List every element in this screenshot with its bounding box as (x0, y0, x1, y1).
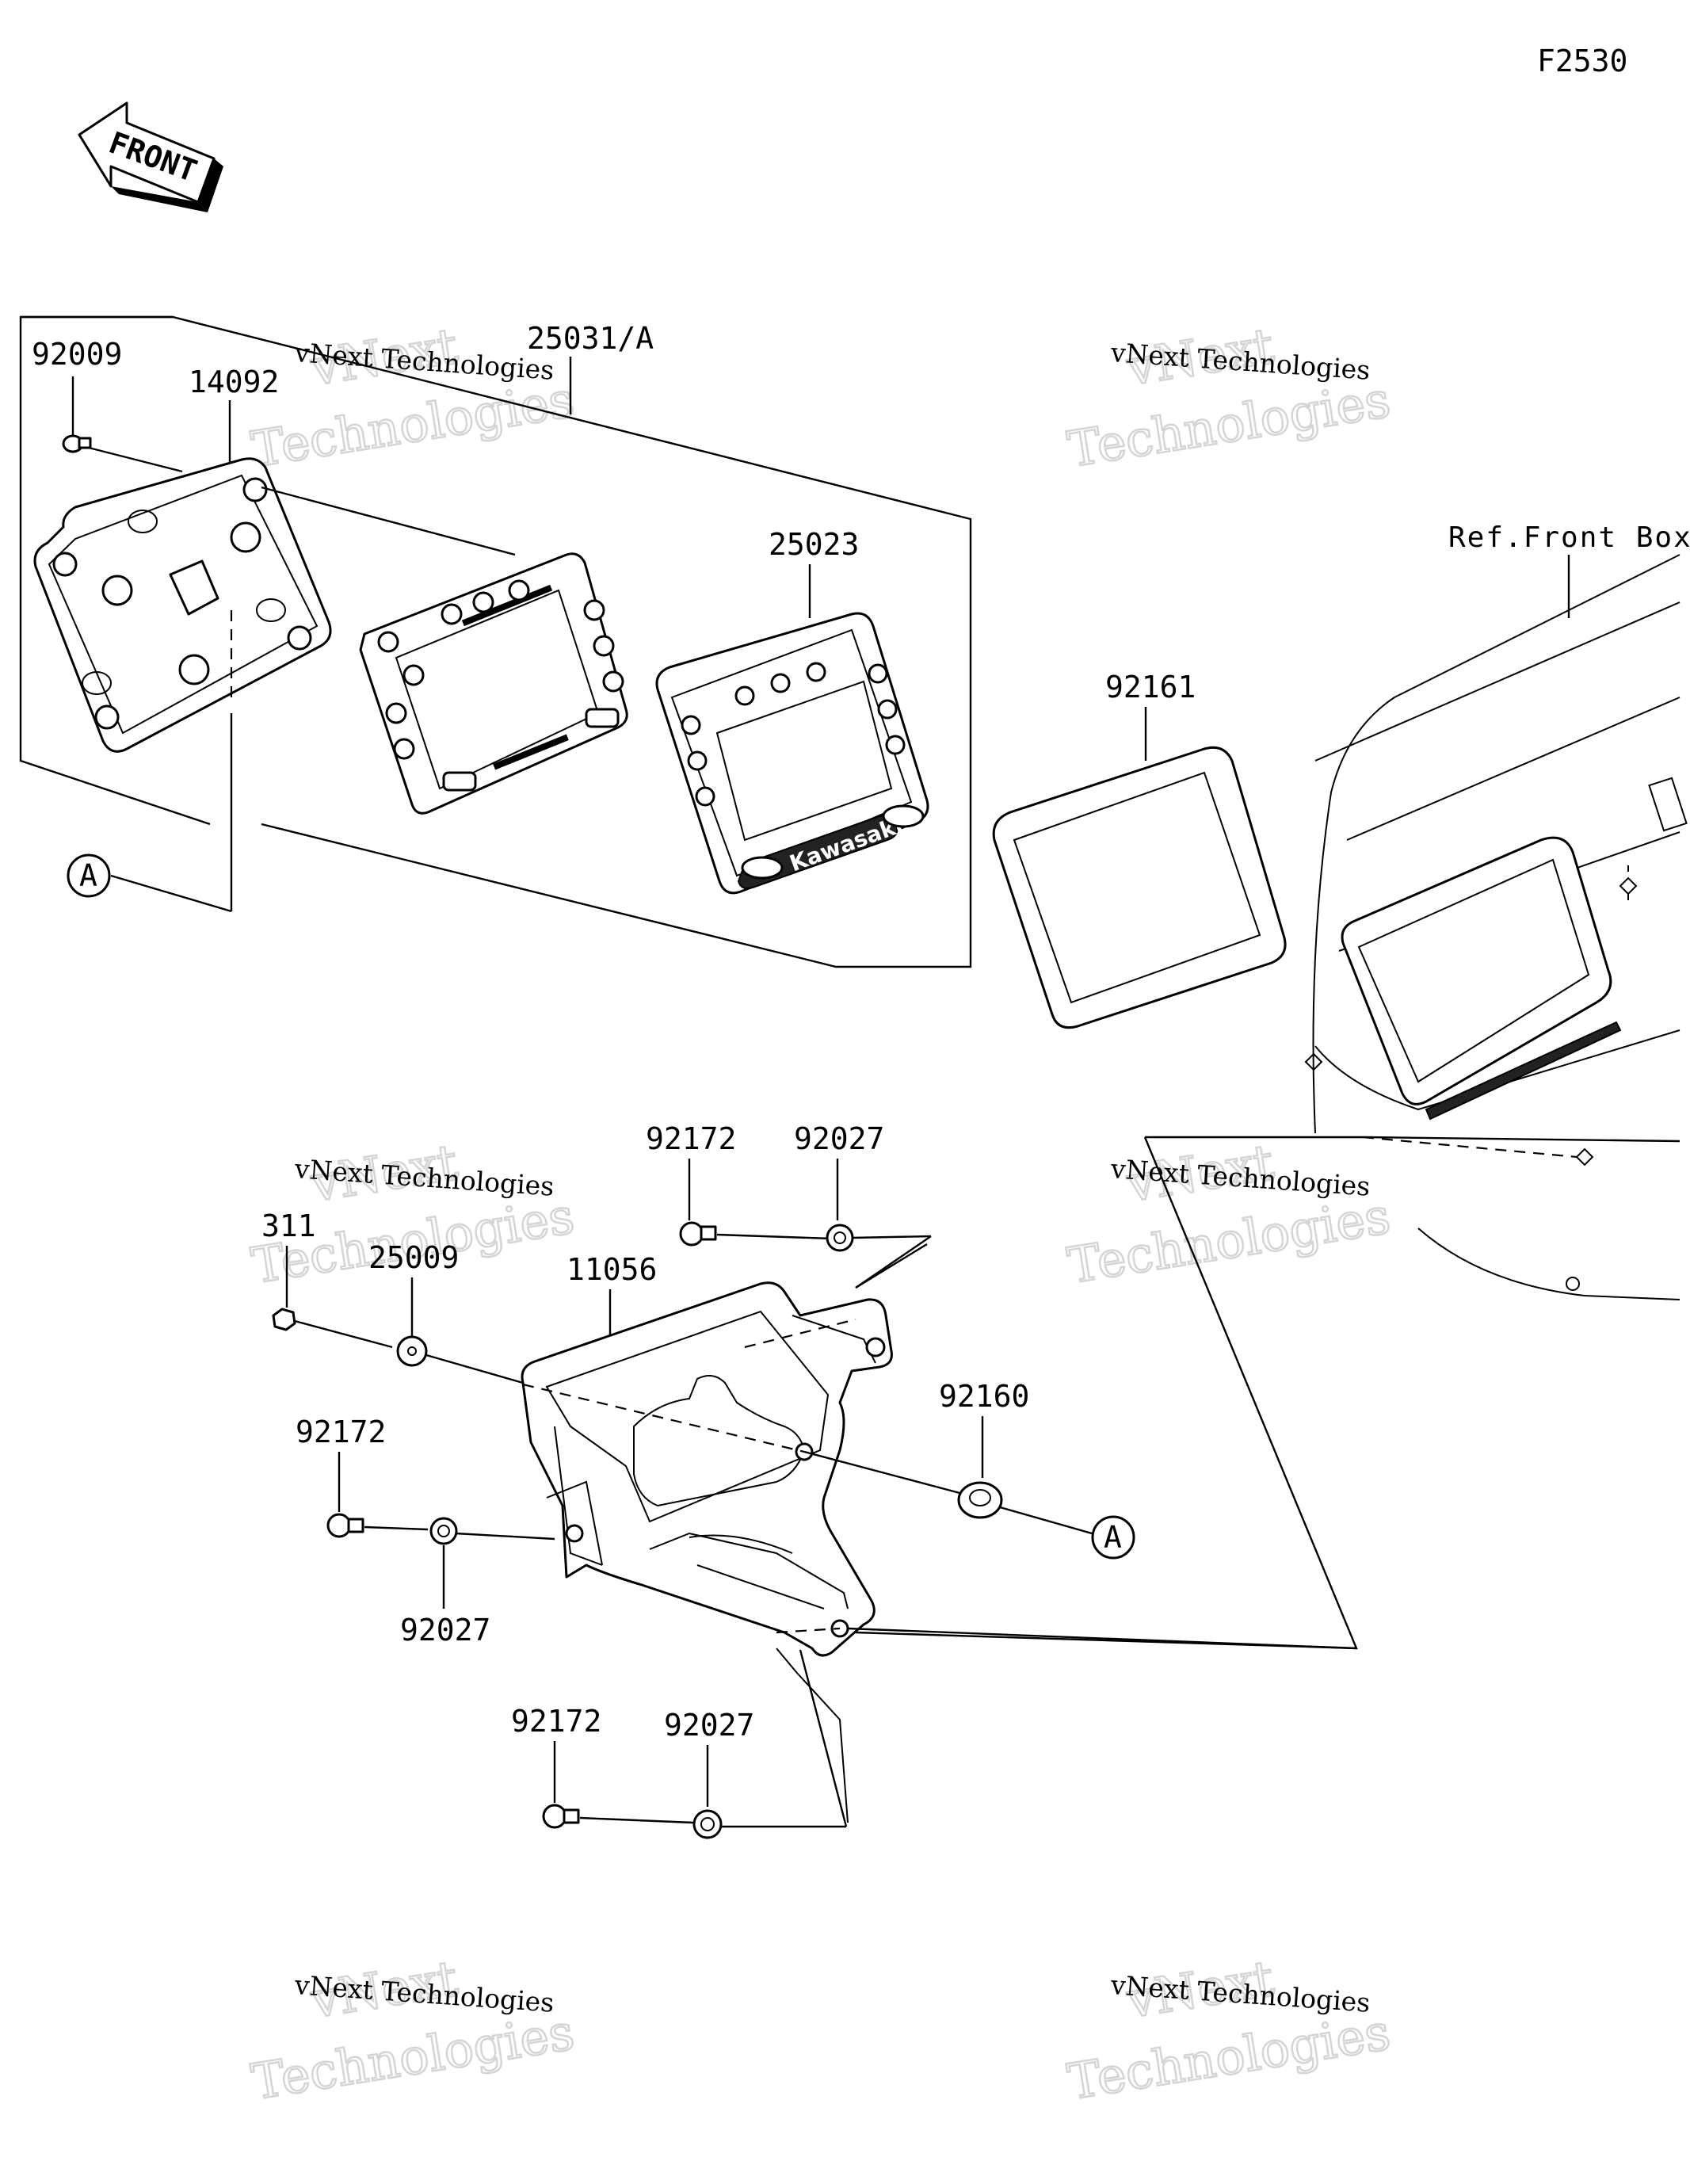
leader-bolt-mid (364, 1525, 429, 1531)
part-label-25031a: 25031/A (527, 321, 654, 356)
figure-code: F2530 (1537, 44, 1627, 78)
watermark-word-technologies: Technologies (1064, 2003, 1394, 2111)
dash-bracket-center (522, 1383, 805, 1453)
watermark-word-technologies: Technologies (1064, 1187, 1394, 1295)
callout-a-upper: A (67, 853, 111, 898)
meter-unit-25023: Kawasaki (655, 612, 929, 895)
bolt-92172-bot (542, 1804, 580, 1829)
nut-92027-bot (692, 1809, 723, 1839)
leader-nut-bot-diag (799, 1649, 848, 1827)
part-label-92027-bot: 92027 (664, 1708, 754, 1743)
leader-311-horizontal (294, 1319, 393, 1349)
part-label-11056: 11056 (567, 1252, 657, 1287)
leader-25009-horizontal (425, 1354, 524, 1384)
gasket-92161 (992, 746, 1287, 1029)
part-label-92172-mid: 92172 (296, 1415, 386, 1449)
leader-bolt-bot (579, 1816, 694, 1824)
callout-a-upper-letter: A (79, 858, 97, 893)
assembly-bracket-outline (19, 315, 972, 968)
leader-a-horizontal (110, 874, 232, 913)
dash-front-box (1362, 1136, 1577, 1159)
dash-bracket-top (744, 1318, 856, 1349)
leader-nut-top (851, 1235, 932, 1239)
nut-92027-top (826, 1224, 854, 1252)
front-box-reference (1304, 554, 1688, 1300)
leader-nut-top-diag (855, 1235, 932, 1289)
leader-92160-to-a (999, 1506, 1093, 1535)
grommet-92160 (957, 1481, 1003, 1519)
watermark-mid-right: vNext Technologies (1062, 1132, 1394, 1296)
leader-nut-mid (455, 1532, 555, 1541)
dash-bracket-bottom (776, 1627, 841, 1634)
watermark-top-right: vNext Technologies (1062, 315, 1394, 479)
screw-92009 (62, 434, 92, 453)
front-arrow-icon: FRONT (78, 101, 223, 212)
part-label-92161: 92161 (1105, 670, 1196, 704)
watermark-word-technologies: Technologies (248, 2003, 578, 2111)
leader-bracket-to-outline (847, 1627, 1357, 1650)
part-label-92009: 92009 (32, 337, 122, 372)
part-label-92172-bot: 92172 (511, 1704, 601, 1739)
mounting-outline (1145, 1136, 1680, 1143)
part-label-25023: 25023 (769, 527, 859, 562)
nut-311 (272, 1308, 296, 1331)
bolt-92172-top (679, 1221, 717, 1247)
watermark-bottom-left: vNext Technologies (246, 1948, 578, 2112)
nut-92027-mid (429, 1517, 458, 1545)
leader-bolt-top (716, 1233, 833, 1240)
watermark-bottom-right: vNext Technologies (1062, 1948, 1394, 2112)
leader-bracket-to-92160 (803, 1450, 963, 1495)
part-label-92027-top: 92027 (794, 1121, 884, 1156)
part-label-14092: 14092 (189, 365, 279, 399)
part-label-92027-mid: 92027 (400, 1613, 490, 1648)
callout-a-lower: A (1091, 1515, 1135, 1560)
meter-cover-14092 (33, 457, 332, 753)
part-label-92172-top: 92172 (646, 1121, 736, 1156)
washer-25009 (396, 1335, 428, 1367)
bolt-92172-mid (326, 1513, 364, 1538)
watermark-word-technologies: Technologies (248, 371, 578, 479)
leader-92009 (88, 446, 183, 473)
leader-14092-to-board (261, 486, 516, 556)
watermark-word-technologies: Technologies (1064, 371, 1394, 479)
part-label-92160: 92160 (939, 1379, 1029, 1414)
part-label-25009: 25009 (368, 1240, 459, 1275)
part-label-311: 311 (261, 1208, 316, 1243)
reference-label-front-box: Ref.Front Box (1448, 521, 1690, 554)
callout-a-lower-letter: A (1104, 1520, 1122, 1555)
meter-circuit-board (359, 552, 628, 815)
